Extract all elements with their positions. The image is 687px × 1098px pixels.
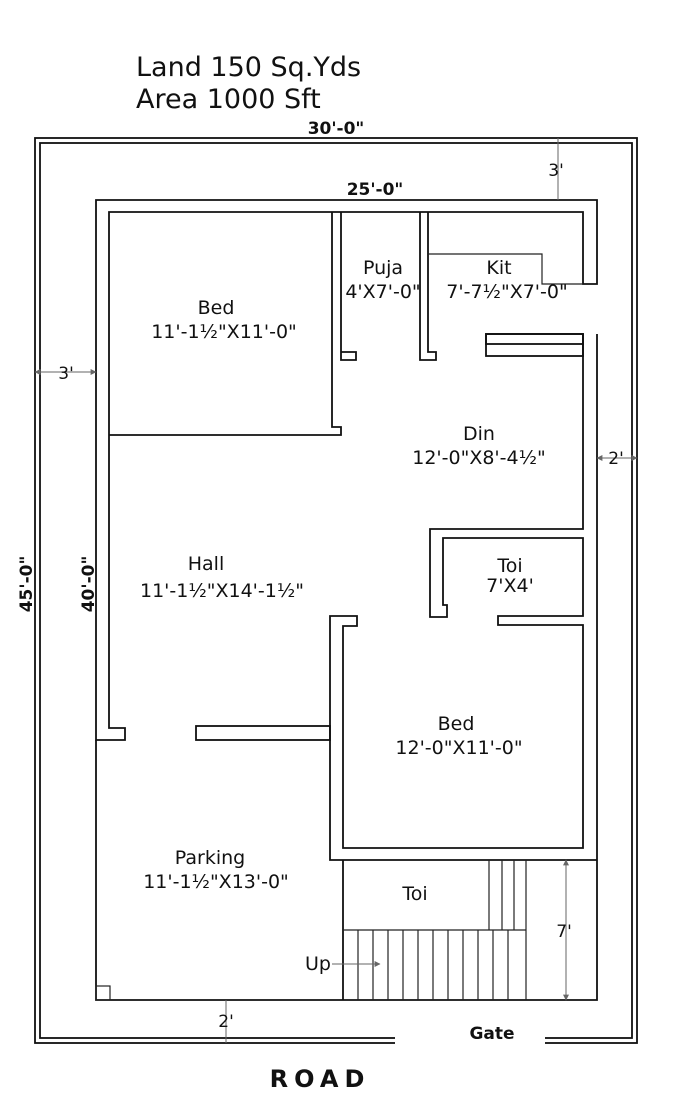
room-parking-name: Parking (175, 847, 245, 869)
room-toi1-size: 7'X4' (486, 575, 534, 597)
bottom-setback-label: 2' (218, 1012, 234, 1032)
gate-label: Gate (469, 1024, 514, 1044)
plot-width-label: 30'-0" (308, 119, 365, 139)
stair-length-label: 7' (556, 922, 572, 942)
room-din-size: 12'-0"X8'-4½" (412, 447, 546, 469)
bed1-wall (109, 212, 342, 436)
inner-length-label: 40'-0" (79, 556, 99, 613)
corner-column (95, 985, 111, 1001)
stair-steps-lower (357, 930, 527, 1000)
left-setback-label: 3' (58, 364, 74, 384)
kitchen-wall-stub (485, 333, 584, 357)
outer-wall-top-left (95, 199, 598, 741)
room-puja-size: 4'X7'-0" (345, 281, 420, 303)
gate-opening (395, 1036, 545, 1045)
built-area-label: Area 1000 Sft (136, 84, 321, 115)
interior-wall-east (329, 334, 597, 861)
land-area-label: Land 150 Sq.Yds (136, 52, 361, 83)
inner-width-label: 25'-0" (347, 180, 404, 200)
room-toi1-name: Toi (496, 555, 522, 577)
kitchen-counter (428, 253, 583, 285)
room-hall-name: Hall (188, 553, 225, 575)
road-label: ROAD (270, 1065, 371, 1093)
room-kit-size: 7'-7½"X7'-0" (446, 281, 567, 303)
plot-boundary-outer (34, 137, 638, 1044)
room-bed2-size: 12'-0"X11'-0" (395, 737, 522, 759)
plot-length-label: 45'-0" (17, 556, 37, 613)
right-setback-label: 2' (608, 449, 624, 469)
room-kit-name: Kit (486, 257, 511, 279)
room-parking-size: 11'-1½"X13'-0" (143, 871, 289, 893)
kitchen-wall-cap (485, 333, 584, 345)
puja-wall-left (340, 212, 357, 361)
plot-boundary-inner (39, 142, 633, 1039)
outer-wall-bottom-right (95, 334, 598, 1001)
room-hall-size: 11'-1½"X14'-1½" (140, 580, 304, 602)
room-puja-name: Puja (363, 257, 403, 279)
room-bed1-size: 11'-1½"X11'-0" (151, 321, 297, 343)
puja-wall-right (419, 212, 437, 361)
top-setback-label: 3' (548, 161, 564, 181)
room-toi2-name: Toi (401, 883, 427, 905)
hall-wall-stub (195, 725, 331, 741)
stair-up-label: Up (305, 953, 331, 975)
room-bed1-name: Bed (198, 297, 235, 319)
stair-steps-upper (488, 860, 527, 930)
room-din-name: Din (463, 423, 495, 445)
room-bed2-name: Bed (438, 713, 475, 735)
